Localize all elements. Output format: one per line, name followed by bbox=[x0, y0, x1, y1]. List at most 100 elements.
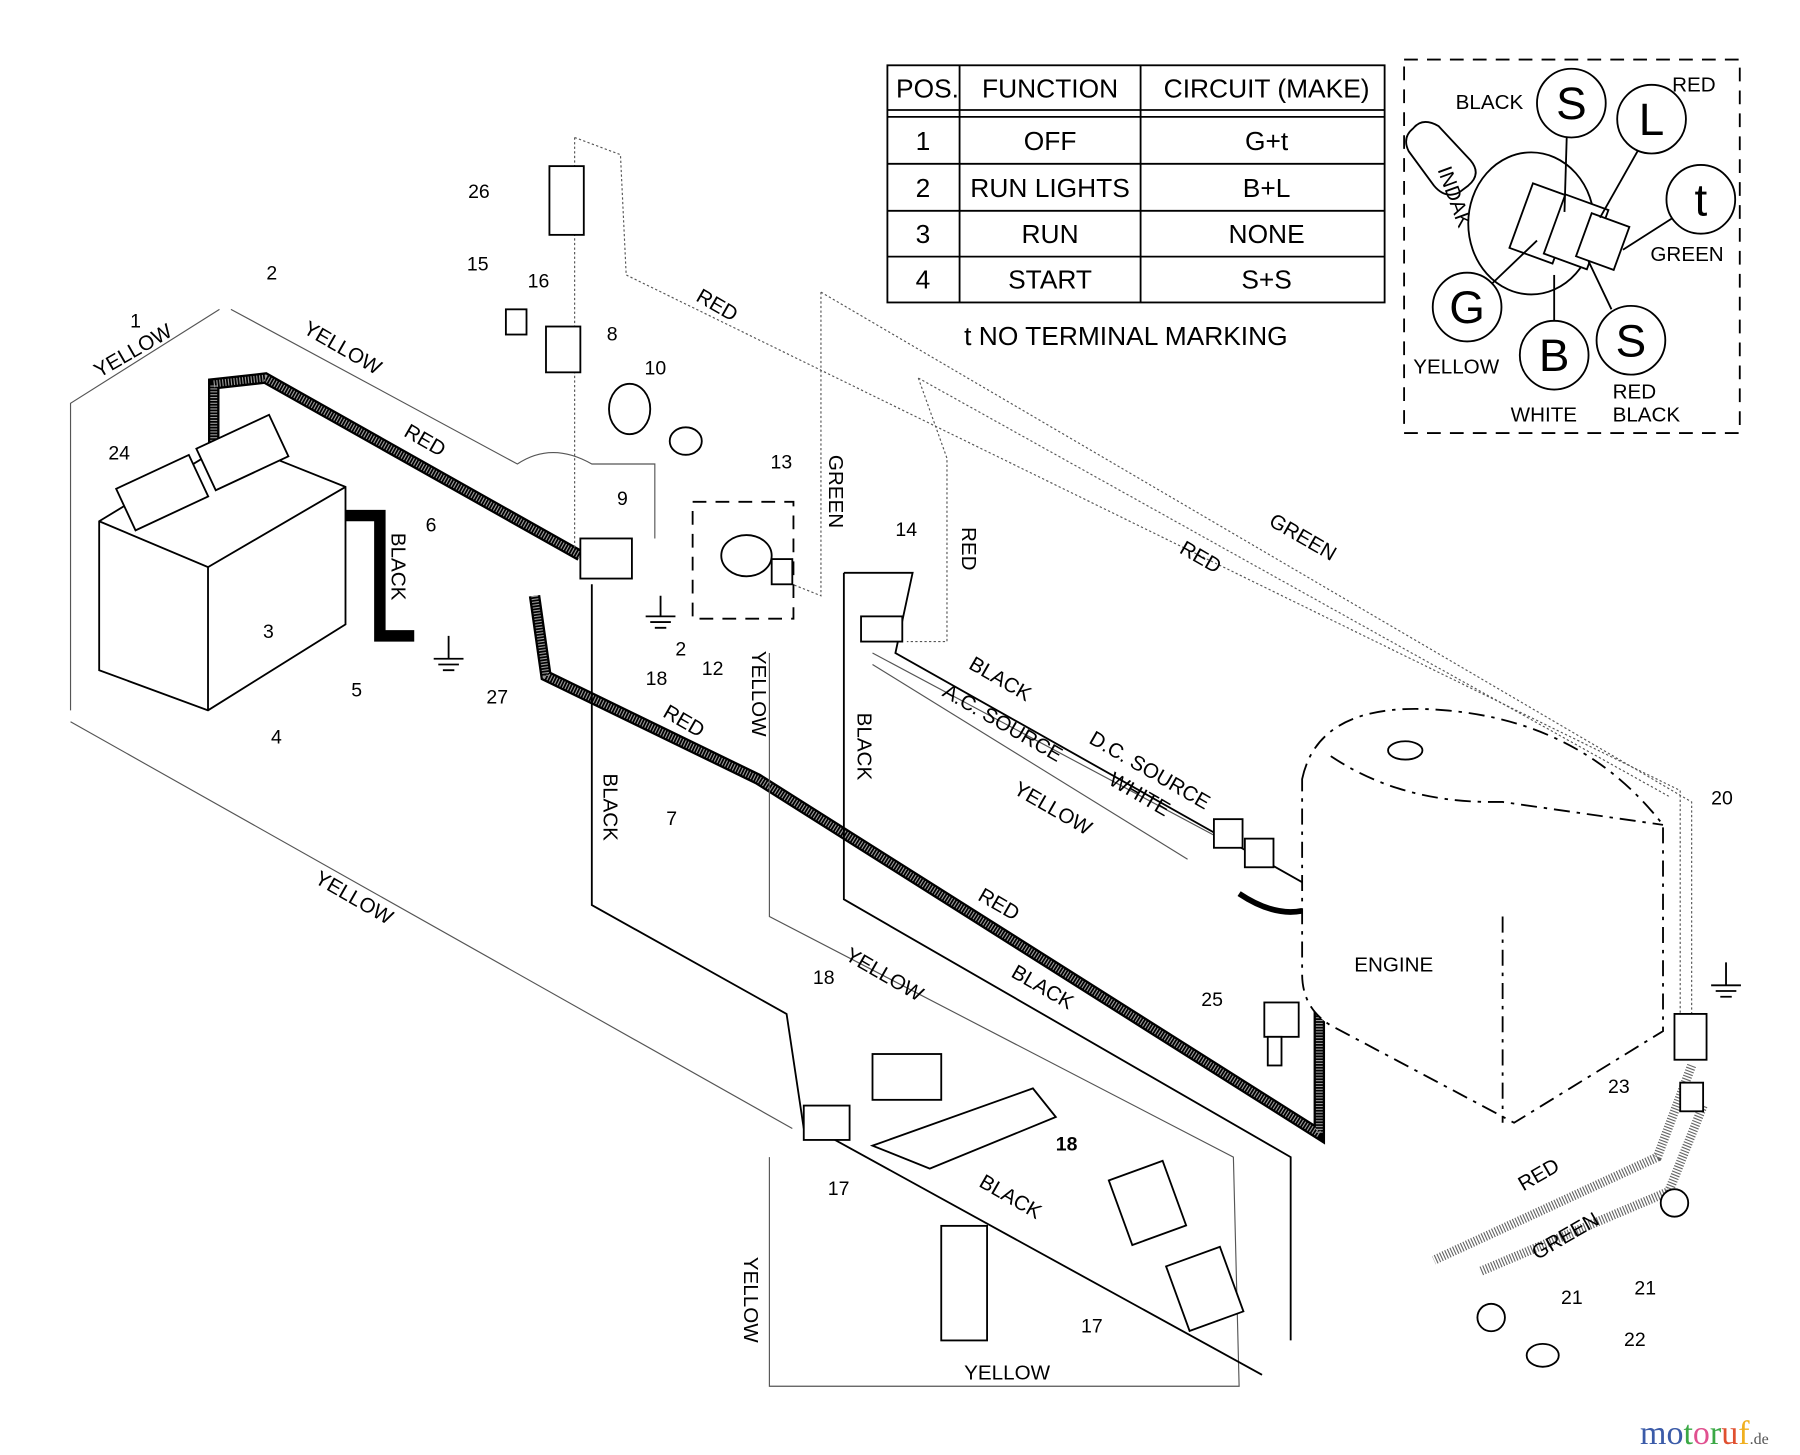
terminal-color-label: BLACK bbox=[1456, 91, 1524, 114]
switch-17-lower bbox=[940, 1159, 1245, 1342]
wire-label: RED bbox=[957, 527, 980, 571]
part-number: 12 bbox=[702, 658, 724, 680]
wire-label: YELLOW bbox=[964, 1361, 1050, 1384]
part-number: 23 bbox=[1608, 1076, 1630, 1098]
wire-label: BLACK bbox=[386, 533, 409, 601]
terminal-color-label: BLACK bbox=[1613, 404, 1681, 427]
part-number: 18 bbox=[1056, 1133, 1078, 1155]
part-number: 1 bbox=[130, 311, 141, 333]
table-row: 1 OFF G+t bbox=[916, 126, 1289, 156]
watermark-letter: r bbox=[1709, 1415, 1722, 1452]
wire-label: YELLOW bbox=[1010, 777, 1096, 840]
table-row: 4 START S+S bbox=[916, 265, 1292, 295]
part-number: 20 bbox=[1711, 787, 1733, 809]
headlight-bulbs bbox=[1476, 1188, 1690, 1368]
cell-pos: 3 bbox=[916, 219, 931, 249]
part-number: 16 bbox=[528, 271, 550, 293]
terminal-b: B bbox=[1539, 330, 1570, 381]
part-number: 18 bbox=[813, 967, 835, 989]
cell-function: START bbox=[1008, 265, 1092, 295]
engine: ENGINE bbox=[1301, 707, 1664, 1124]
part-number: 24 bbox=[108, 442, 130, 464]
part-number: 21 bbox=[1561, 1287, 1583, 1309]
wire-label: BLACK bbox=[853, 713, 876, 781]
table-header-function: FUNCTION bbox=[982, 73, 1118, 103]
wire-label: RED bbox=[1514, 1154, 1563, 1196]
cell-function: RUN bbox=[1022, 219, 1079, 249]
part-number: 25 bbox=[1201, 989, 1223, 1011]
wire-label: GREEN bbox=[824, 455, 847, 528]
part-number: 3 bbox=[263, 621, 274, 643]
cell-pos: 1 bbox=[916, 126, 931, 156]
part-number: 10 bbox=[645, 358, 667, 380]
cell-function: RUN LIGHTS bbox=[970, 173, 1130, 203]
terminal-color-label: RED bbox=[1613, 381, 1657, 404]
nut-8 bbox=[608, 382, 652, 436]
terminal-t: t bbox=[1694, 174, 1707, 225]
part-number: 5 bbox=[351, 680, 362, 702]
wire-label: YELLOW bbox=[739, 1257, 762, 1343]
cell-circuit: G+t bbox=[1245, 126, 1289, 156]
part-number: 27 bbox=[486, 686, 508, 708]
part-number: 21 bbox=[1634, 1278, 1656, 1300]
diode-25 bbox=[1263, 1001, 1300, 1067]
part-number: 22 bbox=[1624, 1329, 1646, 1351]
table-header-circuit: CIRCUIT (MAKE) bbox=[1164, 73, 1370, 103]
ignition-switch bbox=[691, 500, 795, 620]
watermark-letter: m bbox=[1640, 1415, 1667, 1452]
terminal-color-label: WHITE bbox=[1511, 404, 1577, 427]
part-number: 26 bbox=[468, 181, 490, 203]
cell-function: OFF bbox=[1024, 126, 1077, 156]
connector-23 bbox=[1673, 1013, 1708, 1113]
terminal-s-red-black: S bbox=[1616, 315, 1647, 366]
wire-label: YELLOW bbox=[747, 651, 770, 737]
table-footnote: t NO TERMINAL MARKING bbox=[964, 321, 1287, 351]
terminal-l: L bbox=[1639, 94, 1664, 145]
table-row: 3 RUN NONE bbox=[916, 219, 1305, 249]
cell-pos: 4 bbox=[916, 265, 931, 295]
ground-symbols bbox=[433, 595, 1741, 998]
wire-label: YELLOW bbox=[299, 317, 385, 380]
bracket-16 bbox=[545, 325, 582, 374]
wires bbox=[69, 136, 1708, 1387]
part-number: 15 bbox=[467, 253, 489, 275]
terminal-g: G bbox=[1449, 282, 1485, 333]
watermark-text: motoruf bbox=[1640, 1415, 1750, 1453]
part-number: 6 bbox=[426, 515, 437, 537]
terminal-color-label: RED bbox=[1672, 74, 1716, 97]
watermark-logo: motoruf.de bbox=[1640, 1415, 1769, 1453]
part-number: 9 bbox=[617, 488, 628, 510]
cell-pos: 2 bbox=[916, 173, 931, 203]
switch-17-upper bbox=[802, 1053, 1058, 1170]
ignition-switch-detail: INDAK S L t G B S BLACK RED GREEN YELLOW… bbox=[1403, 58, 1741, 434]
part-number: 4 bbox=[271, 727, 282, 749]
watermark-letter: t bbox=[1683, 1415, 1693, 1452]
watermark-letter: f bbox=[1738, 1415, 1750, 1452]
watermark-letter: o bbox=[1692, 1415, 1710, 1452]
key-icon bbox=[1405, 121, 1477, 196]
wire-label: BLACK bbox=[598, 773, 621, 841]
part-number: 8 bbox=[607, 323, 618, 345]
part-number: 13 bbox=[771, 452, 793, 474]
engine-label: ENGINE bbox=[1354, 954, 1433, 977]
battery bbox=[98, 413, 347, 712]
nut-10 bbox=[668, 426, 703, 456]
cell-circuit: B+L bbox=[1243, 173, 1291, 203]
switch-function-table: POS. FUNCTION CIRCUIT (MAKE) 1 OFF G+t 2… bbox=[886, 64, 1386, 351]
terminal-color-label: YELLOW bbox=[1413, 355, 1499, 378]
cell-circuit: NONE bbox=[1229, 219, 1305, 249]
part-number: 14 bbox=[895, 519, 917, 541]
connector-pair bbox=[1212, 818, 1275, 869]
wire-label: YELLOW bbox=[841, 943, 927, 1006]
wire-label: RED bbox=[1176, 537, 1225, 579]
part-number: 2 bbox=[266, 263, 277, 285]
watermark-letter: o bbox=[1666, 1415, 1684, 1452]
part-number: 18 bbox=[646, 668, 668, 690]
watermark-suffix: .de bbox=[1749, 1431, 1769, 1448]
solenoid bbox=[579, 537, 633, 580]
part-number: 17 bbox=[828, 1178, 850, 1200]
terminal-s-black: S bbox=[1556, 78, 1587, 129]
part-number: 2 bbox=[675, 638, 686, 660]
part-number-callouts: 1 2 24 3 4 5 6 27 18 2 12 9 13 8 10 15 1… bbox=[108, 181, 1733, 1351]
